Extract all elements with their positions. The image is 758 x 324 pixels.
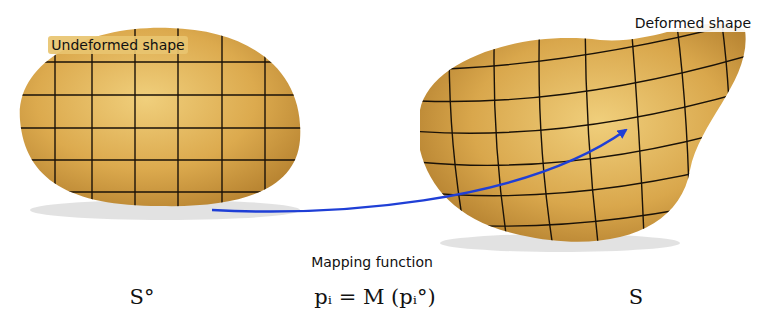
set-symbol: S — [629, 285, 643, 309]
set-symbol: S° — [130, 285, 155, 309]
mapping-arrow — [212, 130, 626, 211]
mapping-formula: pᵢ = M (pᵢ°) — [314, 285, 435, 309]
shape-label: Undeformed shape — [48, 36, 187, 54]
function-label: Mapping function — [311, 254, 433, 270]
shape-label: Deformed shape — [632, 14, 754, 32]
